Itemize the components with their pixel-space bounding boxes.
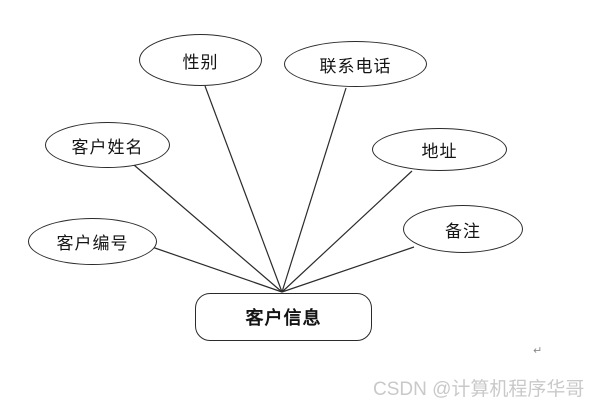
attribute-label-address: 地址 (421, 142, 458, 161)
attribute-ellipse-address: 地址 (372, 128, 507, 171)
attribute-label-gender: 性别 (182, 52, 219, 72)
connector-contact-phone-line (281, 87, 347, 293)
connector-customer-name-line (133, 164, 283, 293)
entity-box-customer-info: 客户信息 (195, 293, 372, 341)
attribute-ellipse-customer-name: 客户姓名 (45, 122, 170, 168)
connector-address-line (281, 170, 413, 293)
connector-customer-id-line (151, 246, 283, 293)
attribute-ellipse-gender: 性别 (139, 34, 262, 86)
attribute-label-contact-phone: 联系电话 (319, 56, 392, 76)
attribute-ellipse-customer-id: 客户编号 (28, 218, 157, 265)
entity-label: 客户信息 (245, 308, 322, 328)
csdn-watermark: CSDN @计算机程序华哥 (373, 379, 585, 400)
attribute-ellipse-remarks: 备注 (403, 205, 523, 253)
attribute-label-customer-id: 客户编号 (56, 234, 129, 253)
attribute-label-customer-name: 客户姓名 (71, 137, 144, 157)
connector-remarks-line (281, 246, 415, 293)
connector-gender-line (204, 85, 283, 293)
attribute-label-remarks: 备注 (445, 221, 481, 241)
paragraph-return-mark: ↵ (533, 344, 543, 357)
attribute-ellipse-contact-phone: 联系电话 (284, 41, 427, 87)
